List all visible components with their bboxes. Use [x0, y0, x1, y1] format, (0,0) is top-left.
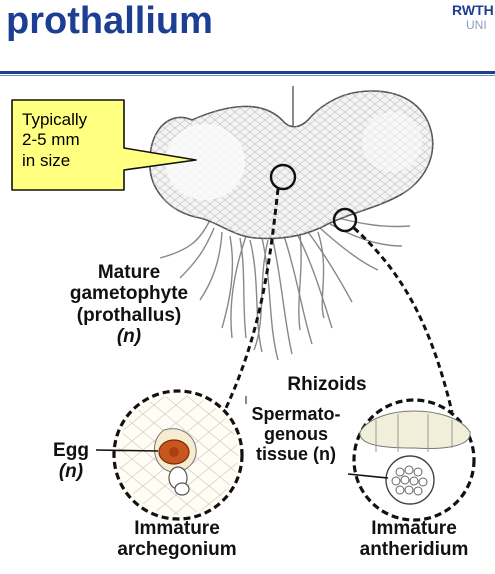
antheridium-inset [347, 398, 476, 522]
antheridium-locator-circle [332, 207, 358, 233]
label-line: (prothallus) [76, 304, 182, 326]
label-line: Egg [53, 440, 89, 461]
header-rule-thin [0, 75, 495, 76]
callout-line: Typically [22, 110, 88, 129]
connector-antheridium [352, 226, 454, 413]
label-immature-archegonium: Immature archegonium [92, 518, 262, 561]
label-egg: Egg (n) [44, 440, 98, 483]
label-line: (n) [58, 461, 84, 483]
logo-sub-text: UNI [466, 18, 487, 32]
label-line: genous [263, 424, 328, 445]
label-immature-antheridium: Immature antheridium [336, 518, 492, 561]
label-line: tissue (n) [255, 444, 336, 465]
university-logo: RWTH UNI [452, 2, 495, 42]
label-line: antheridium [359, 539, 469, 561]
callout-line: in size [22, 150, 71, 170]
callout-text: Typically 2-5 mm in size [22, 110, 87, 171]
label-line: gametophyte [69, 283, 189, 305]
label-rhizoids: Rhizoids [287, 374, 367, 395]
logo-main-text: RWTH [452, 2, 494, 18]
label-line: Spermato- [251, 404, 341, 424]
label-line: (n) [116, 325, 142, 347]
gametophyte-body [149, 90, 434, 240]
callout-line: 2-5 mm [22, 130, 80, 150]
label-line: Mature [97, 262, 161, 283]
header-rule [0, 71, 495, 74]
label-line: Immature [371, 518, 457, 539]
label-spermatogenous-tissue: Spermato- genous tissue (n) [240, 404, 352, 464]
archegonium-locator-circle [269, 163, 297, 191]
archegonium-inset [95, 389, 244, 521]
size-callout [11, 99, 197, 191]
page-title: prothallium [6, 0, 213, 42]
label-line: Immature [134, 518, 220, 539]
label-line: archegonium [117, 539, 237, 561]
connector-archegonium [224, 188, 280, 409]
label-mature-gametophyte: Mature gametophyte (prothallus) (n) [58, 262, 200, 347]
